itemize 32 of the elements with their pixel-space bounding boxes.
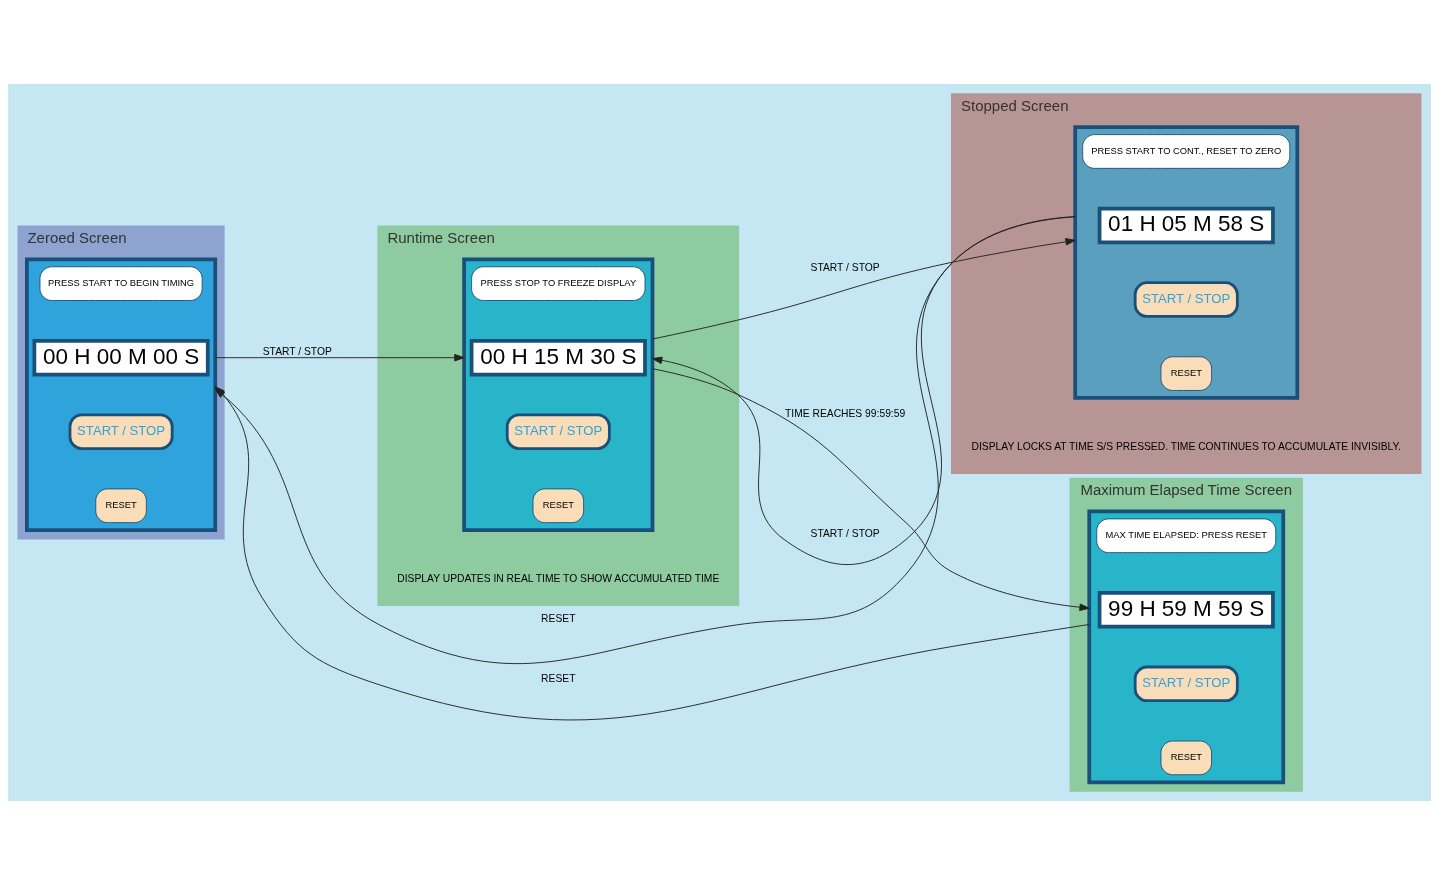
cluster — [1087, 509, 1286, 784]
cluster — [462, 256, 655, 532]
edge-label: RESET — [541, 672, 576, 684]
node-box: PRESS STOP TO FREEZE DISPLAY — [471, 265, 646, 301]
node-box: START / STOP — [505, 412, 611, 450]
node-box: PRESS START TO CONT., RESET TO ZERO — [1082, 133, 1291, 169]
node-box: RESET — [95, 487, 147, 523]
edge-label: RESET — [541, 612, 576, 624]
arrow — [652, 367, 1090, 611]
edge-label: TIME REACHES 99:59:59 — [785, 407, 906, 419]
arrow — [214, 353, 465, 361]
edge-label: START / STOP — [810, 527, 880, 539]
cluster — [25, 256, 218, 532]
cluster — [1073, 124, 1300, 400]
node-box: START / STOP — [1133, 665, 1239, 702]
node-box: RESET — [532, 487, 585, 523]
arrow — [652, 215, 1076, 565]
node-box: 01 H 05 M 58 S — [1097, 206, 1275, 244]
node-box: START / STOP — [1133, 280, 1239, 318]
node-box: 00 H 15 M 30 S — [469, 338, 647, 376]
node-box: MAX TIME ELAPSED: PRESS RESET — [1096, 517, 1277, 553]
node-label: DISPLAY LOCKS AT TIME S/S PRESSED. TIME CONTINUES TO ACCUMULATE INVISIBLY. — [971, 440, 1401, 452]
node-box: RESET — [1160, 355, 1213, 391]
edge-label: START / STOP — [262, 345, 332, 357]
node-box: 99 H 59 M 59 S — [1097, 590, 1275, 629]
node-box: 00 H 00 M 00 S — [32, 338, 210, 376]
node-box: START / STOP — [68, 412, 174, 450]
node-label: DISPLAY UPDATES IN REAL TIME TO SHOW ACCUMULATED TIME — [397, 572, 720, 584]
arrow — [652, 237, 1076, 340]
node-box: PRESS START TO BEGIN TIMING — [39, 265, 203, 301]
edge-label: START / STOP — [810, 261, 880, 273]
node-box: RESET — [1160, 740, 1213, 775]
